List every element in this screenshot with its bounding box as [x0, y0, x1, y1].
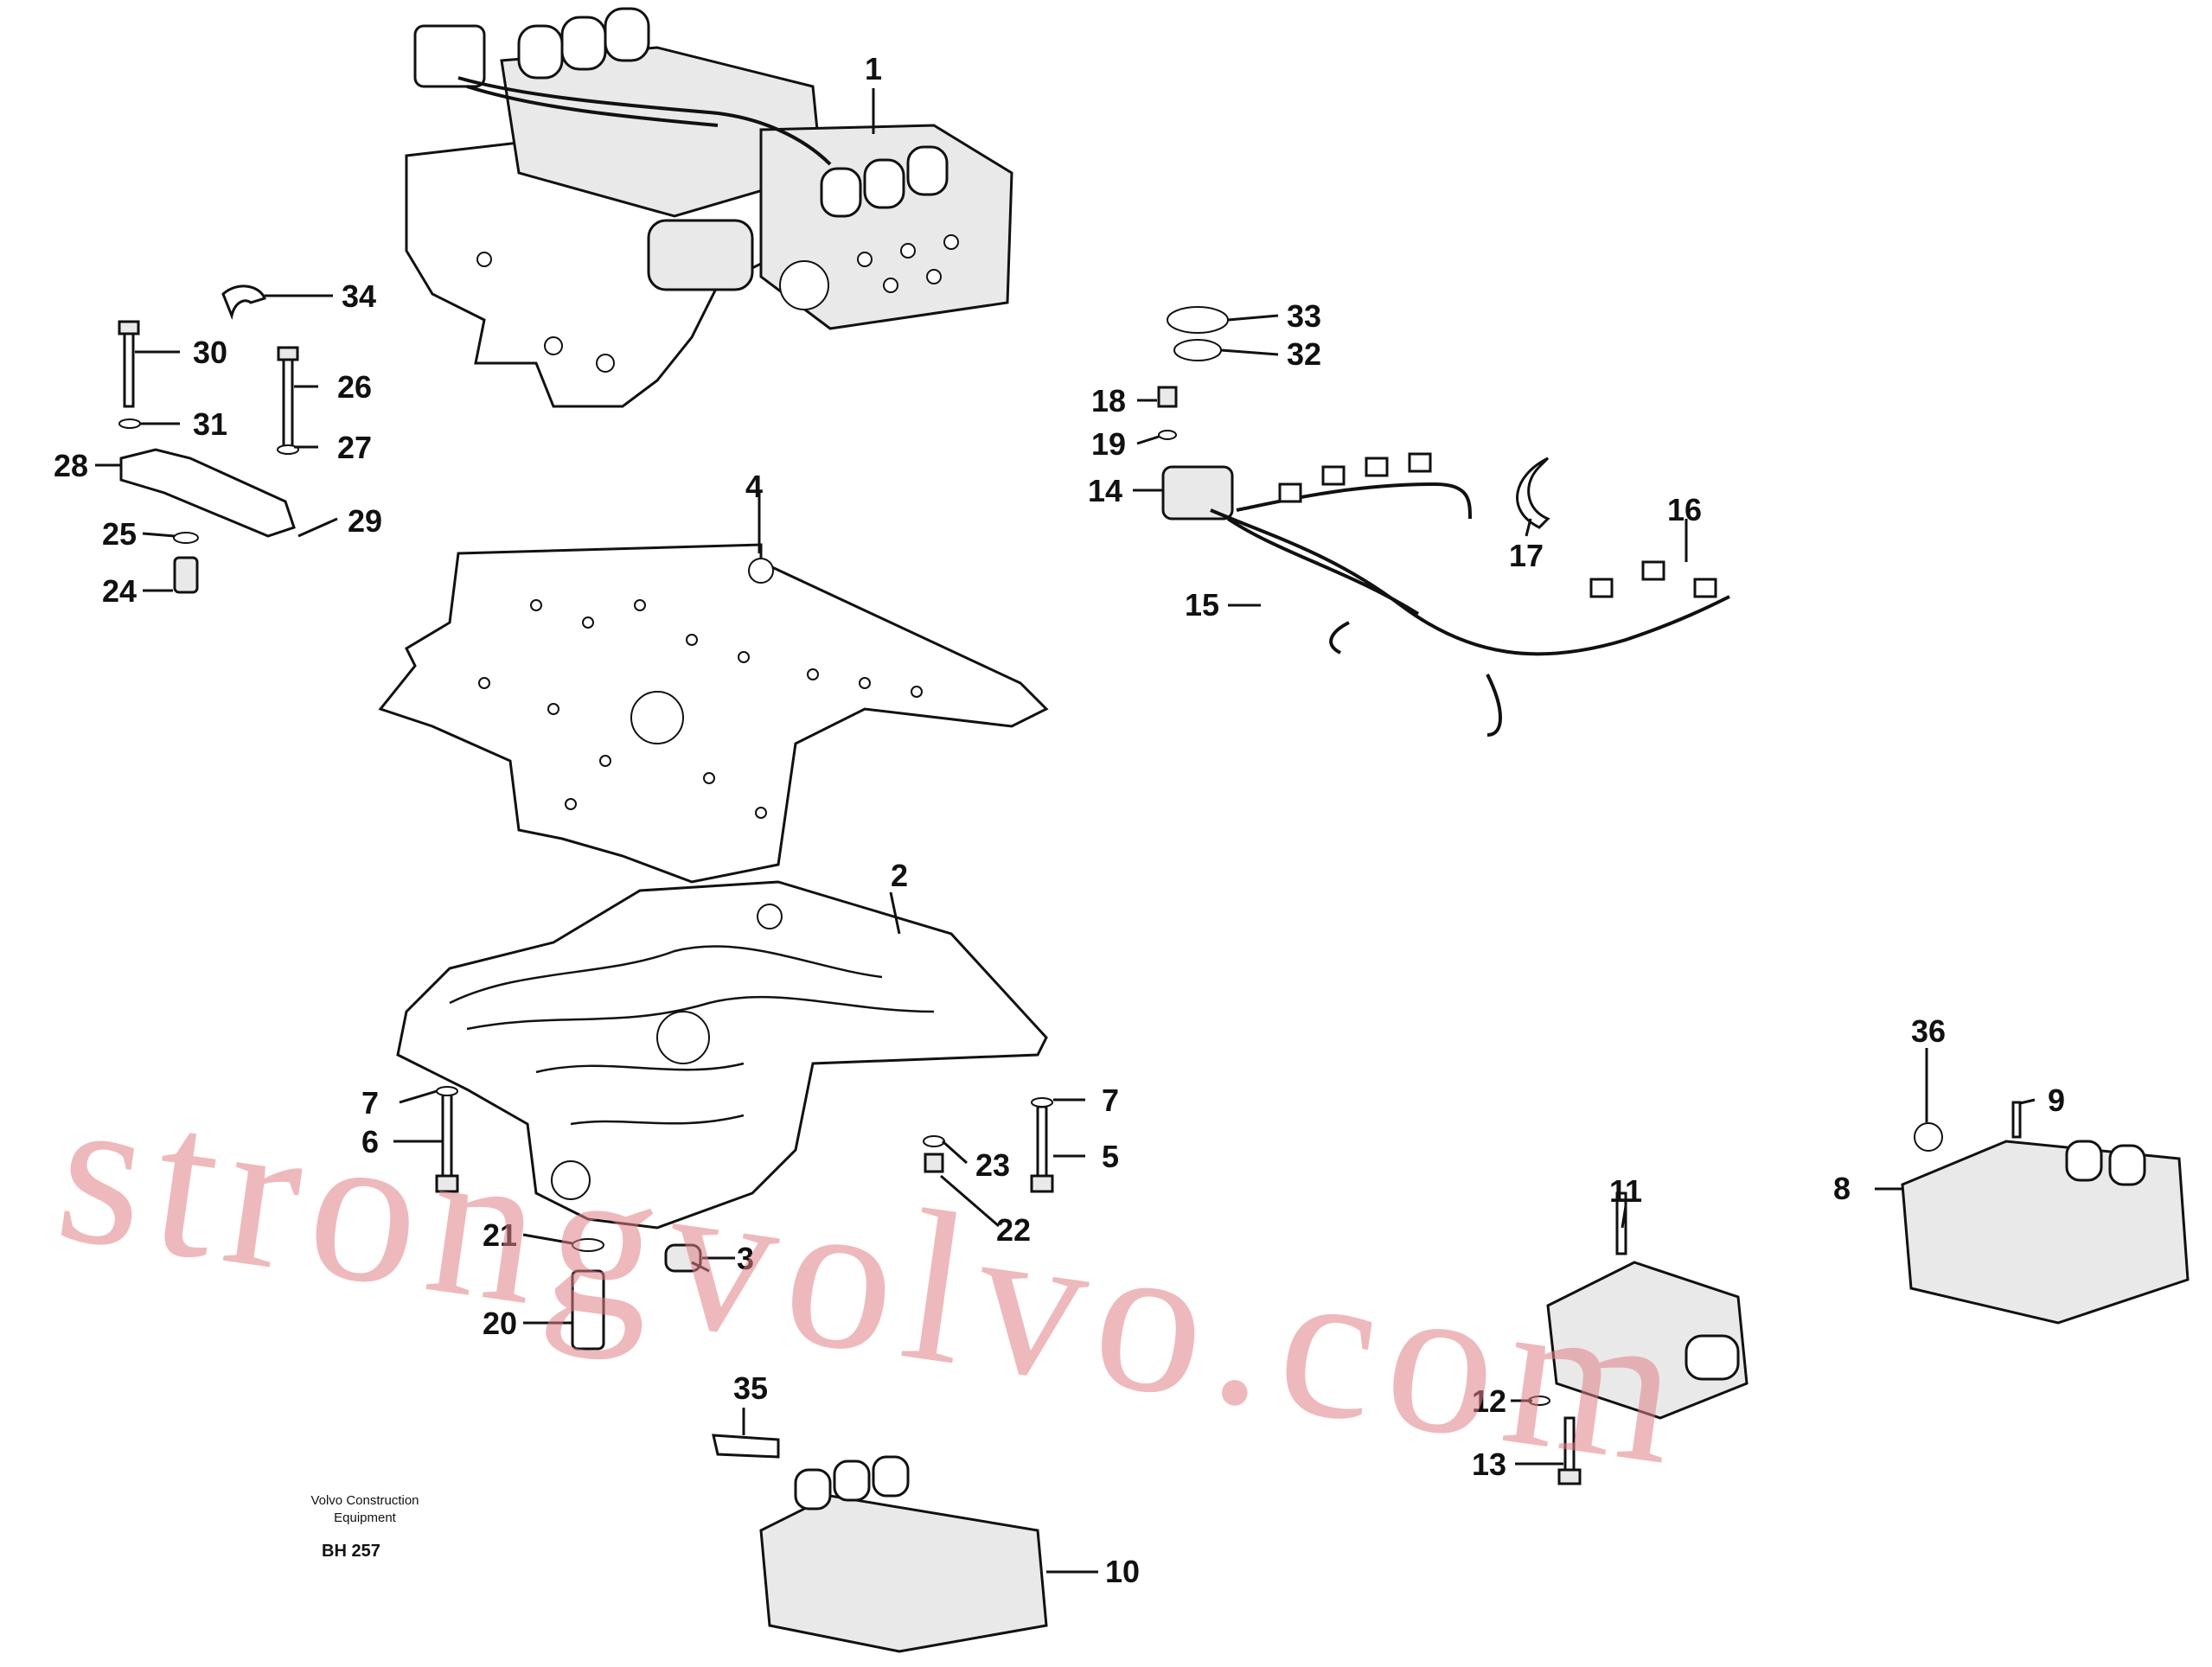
callout-4: 4	[745, 469, 763, 504]
callout-18: 18	[1091, 383, 1126, 418]
part-2-valve-housing	[396, 880, 1048, 1229]
part-20-21-pressure-valve	[571, 1238, 605, 1351]
callout-26: 26	[337, 369, 372, 405]
part-11-13-solenoid-valve	[1528, 1191, 1749, 1485]
callout-7-right: 7	[1102, 1083, 1119, 1118]
callout-labels: 1 2 3 4 5 6 7 7 8 9 10 11 12 13 14 15 16…	[54, 51, 2065, 1589]
part-24-31-sensor-group	[118, 284, 299, 594]
callout-12: 12	[1472, 1383, 1506, 1419]
part-10-valve-block	[759, 1455, 1048, 1653]
callout-9: 9	[2048, 1083, 2065, 1118]
callout-10: 10	[1105, 1554, 1140, 1589]
callout-3: 3	[737, 1241, 754, 1276]
callout-33: 33	[1287, 298, 1321, 334]
callout-29: 29	[348, 503, 382, 539]
callout-2: 2	[891, 858, 908, 893]
drawing-code: BH 257	[322, 1542, 380, 1561]
callout-14: 14	[1088, 473, 1122, 508]
callout-21: 21	[483, 1217, 517, 1253]
callout-27: 27	[337, 430, 372, 465]
callout-16: 16	[1667, 492, 1702, 527]
part-35-clip	[712, 1434, 780, 1459]
callout-24: 24	[102, 573, 137, 609]
part-14-19-cable-harness	[1157, 306, 1730, 737]
callout-5: 5	[1102, 1139, 1119, 1174]
callout-1: 1	[865, 51, 882, 86]
leader-lines	[95, 88, 2036, 1574]
callout-20: 20	[483, 1306, 517, 1341]
publisher-credit: Volvo Construction Equipment BH 257	[310, 1493, 419, 1561]
part-1-valve-body-assembly	[405, 7, 1013, 408]
callout-30: 30	[193, 335, 227, 370]
callout-25: 25	[102, 516, 137, 552]
credit-line-1: Volvo Construction	[310, 1493, 419, 1508]
callout-31: 31	[193, 406, 227, 442]
callout-11: 11	[1609, 1173, 1642, 1209]
callout-15: 15	[1185, 587, 1219, 623]
part-8-valve-block	[1901, 1101, 2190, 1325]
callout-35: 35	[733, 1370, 768, 1406]
part-5-6-7-screws	[435, 1086, 1054, 1193]
part-22-23-plug-seal	[923, 1135, 945, 1173]
callout-28: 28	[54, 448, 88, 483]
callout-32: 32	[1287, 336, 1321, 372]
part-3-plug	[664, 1243, 702, 1273]
callout-6: 6	[361, 1124, 379, 1159]
callout-13: 13	[1472, 1447, 1506, 1482]
credit-line-2: Equipment	[334, 1511, 397, 1525]
callout-19: 19	[1091, 426, 1126, 462]
callout-7-left: 7	[361, 1085, 379, 1121]
callout-36: 36	[1911, 1013, 1946, 1049]
callout-22: 22	[996, 1212, 1031, 1248]
callout-17: 17	[1509, 538, 1544, 573]
watermark-text: strongvolvo.com	[45, 1046, 1703, 1511]
callout-34: 34	[342, 278, 376, 314]
callout-23: 23	[975, 1147, 1010, 1183]
part-4-separator-plate	[378, 543, 1049, 884]
callout-8: 8	[1833, 1171, 1851, 1206]
